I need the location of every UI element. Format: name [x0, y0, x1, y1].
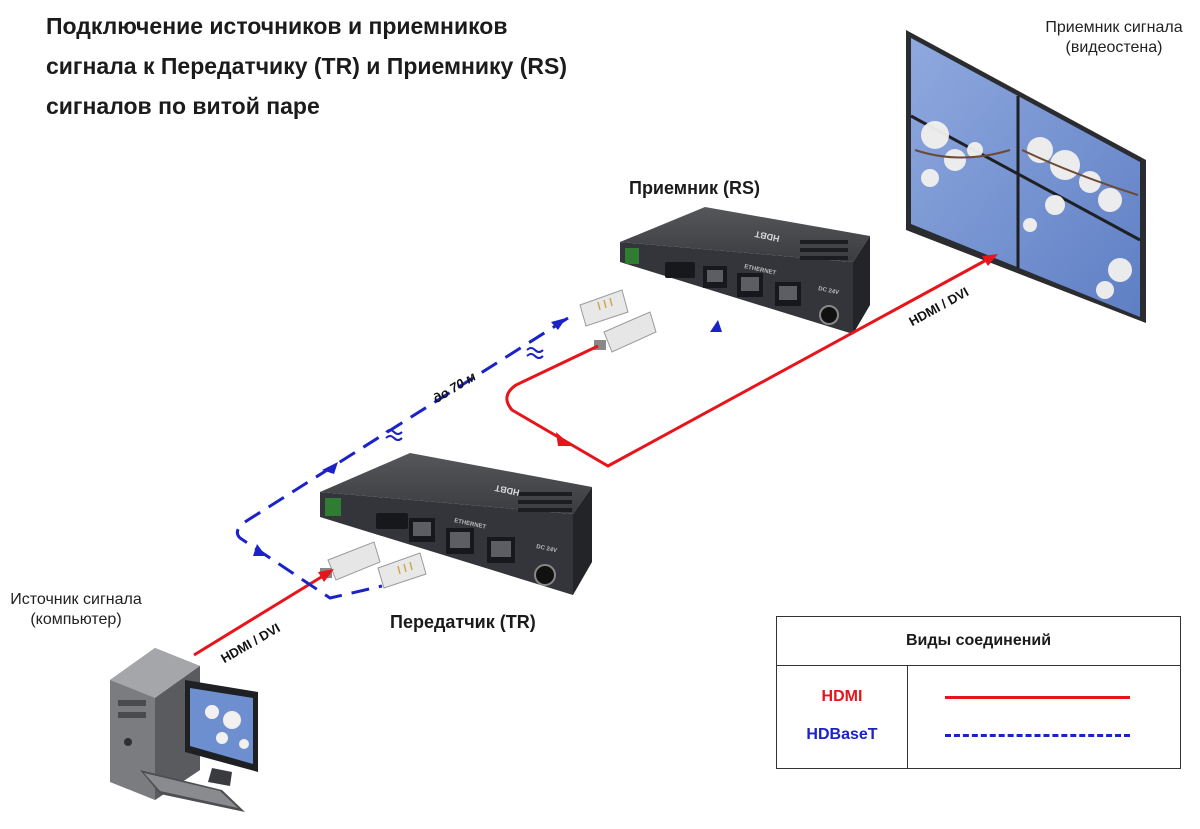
- legend-hdbaset-label: HDBaseT: [806, 726, 878, 743]
- hdmi-cable-source: [193, 574, 324, 657]
- hdmi-plug-top: [594, 311, 657, 353]
- legend-hdbaset-line: [945, 734, 1130, 737]
- receiver-box: [620, 207, 870, 334]
- display-label-line-2: (видеостена): [1065, 39, 1163, 56]
- title-line-2: сигнала к Передатчику (TR) и Приемнику (…: [46, 53, 568, 79]
- display-label-line-1: Приемник сигнала: [1045, 19, 1183, 36]
- hdbaset-cable: [235, 316, 569, 600]
- title-line-3: сигналов по витой паре: [46, 93, 320, 119]
- legend-hdmi-line: [945, 696, 1130, 699]
- computer-source: [110, 648, 258, 812]
- rj45-plug-bottom: [377, 552, 427, 589]
- legend: Виды соединений HDMI HDBaseT: [776, 616, 1181, 769]
- title-line-1: Подключение источников и приемников: [46, 13, 508, 39]
- rj45-plug-top: [579, 289, 629, 327]
- receiver-label: Приемник (RS): [629, 178, 761, 198]
- hdbaset-arrow-1: [322, 462, 338, 474]
- break-marks: [385, 347, 544, 441]
- hdbaset-arrow-4: [710, 320, 722, 332]
- legend-divider: [907, 666, 908, 769]
- hdbaset-arrow-3: [253, 544, 266, 556]
- display-label: Приемник сигнала (видеостена): [1030, 18, 1198, 58]
- hdmi-arrow-source: [318, 569, 334, 582]
- hdmi-cable-receiver: [505, 256, 991, 468]
- hdbaset-arrow-2: [551, 318, 566, 330]
- source-label-line-2: (компьютер): [30, 611, 122, 628]
- legend-title: Виды соединений: [777, 617, 1180, 666]
- source-label-line-1: Источник сигнала: [10, 591, 142, 608]
- diagram-title: Подключение источников и приемников сигн…: [46, 6, 746, 126]
- port-power-transmitter: DC 24V: [536, 544, 558, 554]
- legend-hdmi-label: HDMI: [821, 688, 863, 705]
- legend-body: HDMI HDBaseT: [777, 666, 1180, 769]
- hdmi-arrow-mid: [556, 432, 572, 446]
- hdmi-arrow-wall: [982, 254, 998, 266]
- port-power-receiver: DC 24V: [818, 286, 840, 296]
- transmitter-label: Передатчик (TR): [390, 612, 536, 632]
- source-label: Источник сигнала (компьютер): [0, 590, 152, 630]
- video-wall: [906, 30, 1146, 323]
- transmitter-box: [320, 453, 592, 595]
